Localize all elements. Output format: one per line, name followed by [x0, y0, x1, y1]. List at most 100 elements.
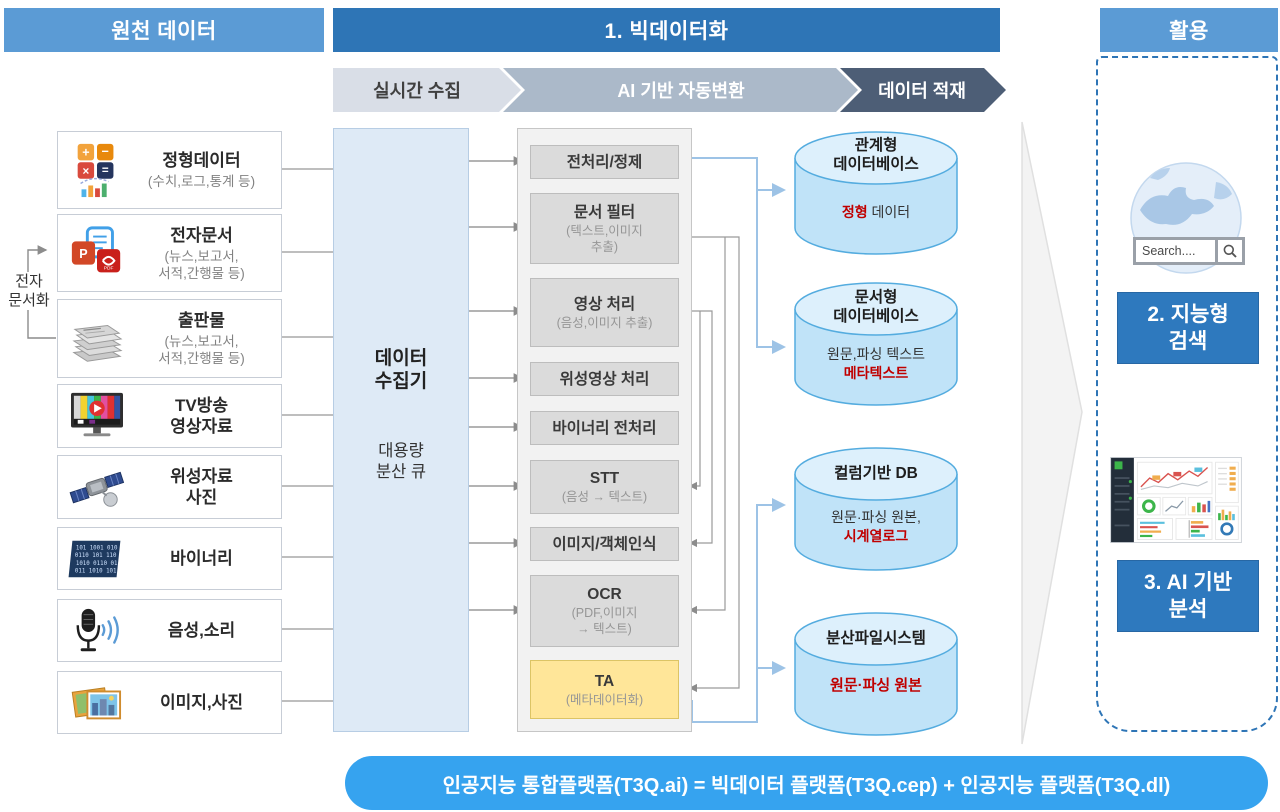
ai-analysis-box: 3. AI 기반 분석 [1117, 560, 1259, 632]
db-red-text: 메타텍스트 [843, 365, 909, 381]
processor-title: 바이너리 전처리 [552, 419, 657, 437]
processor-title: 이미지/객체인식 [552, 535, 657, 553]
processor-title: 전처리/정제 [566, 153, 643, 171]
source-title: 정형데이터 [162, 151, 241, 170]
source-connectors [281, 168, 333, 702]
header-bigdata: 1. 빅데이터화 [333, 8, 1000, 52]
processor-title: 위성영상 처리 [559, 370, 650, 388]
processor-binary: 바이너리 전처리 [530, 411, 679, 445]
source-box-tv: TV방송 영상자료 [57, 384, 282, 448]
db-distributed-fs-content: 원문·파싱 원본 [795, 676, 957, 695]
processor-title: TA [594, 672, 615, 690]
processor-doc-filter: 문서 필터 (텍스트,이미지 추출) [530, 193, 679, 264]
satellite-icon [58, 461, 136, 513]
search-bar: Search.... [1133, 237, 1245, 265]
header-source-label: 원천 데이터 [111, 20, 217, 43]
source-title: 음성,소리 [167, 621, 236, 640]
source-box-edocs: P PDF 전자문서 (뉴스,보고서, 서적,간행물 등) [57, 214, 282, 292]
svg-text:1010 0110 01: 1010 0110 01 [76, 560, 118, 566]
processor-video: 영상 처리 (음성,이미지 추출) [530, 278, 679, 347]
processor-satellite: 위성영상 처리 [530, 362, 679, 396]
db-red-text: 시계열로그 [843, 528, 909, 544]
chevron-collect [333, 68, 521, 112]
processor-stt: STT (음성 → 텍스트) [530, 460, 679, 514]
platform-footer: 인공지능 통합플랫폼(T3Q.ai) = 빅데이터 플랫폼(T3Q.cep) +… [345, 756, 1268, 810]
source-title: 출판물 [178, 311, 225, 330]
chevron-transform [503, 68, 858, 112]
source-box-satellite: 위성자료 사진 [57, 455, 282, 519]
processor-subtitle: (텍스트,이미지 추출) [566, 223, 643, 254]
step-data-load: 데이터 적재 [878, 81, 966, 101]
header-source-data: 원천 데이터 [4, 8, 324, 52]
microphone-icon [58, 606, 136, 656]
source-title: 바이너리 [170, 549, 233, 568]
source-box-images: 이미지,사진 [57, 671, 282, 734]
tv-icon [58, 390, 136, 442]
feedback-lines [677, 236, 740, 693]
svg-text:=: = [102, 164, 109, 177]
db-red-text: 정형 [841, 204, 868, 220]
newspaper-stack-icon [58, 310, 136, 368]
storage-feed-lines [677, 157, 786, 723]
documents-icon: P PDF [58, 224, 136, 282]
source-box-structured: + − × = 정형데이터 (수치,로그,통계 등) [57, 131, 282, 209]
processor-title: 문서 필터 [573, 203, 636, 221]
processor-subtitle: (PDF,이미지 → 텍스트) [571, 606, 638, 636]
svg-text:+: + [82, 145, 89, 159]
step-ai-transform: AI 기반 자동변환 [617, 81, 745, 101]
svg-text:0110 101 110: 0110 101 110 [75, 553, 117, 559]
processor-title: OCR [587, 586, 622, 603]
svg-text:PDF: PDF [104, 265, 114, 271]
processor-object-recognition: 이미지/객체인식 [530, 527, 679, 561]
photos-icon [58, 678, 136, 728]
digitize-label: 전자 문서화 [2, 272, 56, 310]
header-usage: 활용 [1100, 8, 1278, 52]
db-document-title: 문서형 데이터베이스 [833, 289, 919, 325]
collector-subtitle: 대용량 분산 큐 [375, 442, 427, 481]
db-relational-title: 관계형 데이터베이스 [833, 137, 919, 173]
chevron-load [840, 68, 1006, 112]
db-dark-text: 데이터 [871, 204, 911, 220]
source-title: 위성자료 사진 [170, 467, 233, 507]
calculator-chart-icon: + − × = [58, 141, 136, 199]
search-button[interactable] [1218, 240, 1242, 262]
source-title: 이미지,사진 [160, 693, 243, 712]
db-relational-content: 정형 데이터 [795, 203, 957, 222]
db-dark-text: 원문,파싱 텍스트 [827, 346, 925, 362]
db-red-text: 원문·파싱 원본 [830, 677, 922, 694]
source-subtitle: (수치,로그,통계 등) [147, 174, 256, 189]
processor-ta: TA (메타데이터화) [530, 660, 679, 719]
analytics-dashboard-icon [1110, 457, 1242, 548]
binary-icon: 101 1001 010 0110 101 110 1010 0110 01 011… [58, 535, 136, 583]
db-distributed-fs-title: 분산파일시스템 [826, 630, 926, 647]
processor-ocr: OCR (PDF,이미지 → 텍스트) [530, 575, 679, 647]
step-realtime-collect: 실시간 수집 [373, 81, 461, 101]
db-dark-text: 원문·파싱 원본, [831, 509, 921, 525]
header-usage-label: 활용 [1169, 20, 1209, 43]
svg-text:−: − [102, 145, 109, 159]
processor-subtitle: (음성,이미지 추출) [556, 315, 653, 330]
source-box-binary: 101 1001 010 0110 101 110 1010 0110 01 011… [57, 527, 282, 590]
processor-title: STT [589, 470, 620, 487]
collector-title: 데이터 수집기 [374, 348, 428, 392]
database-cylinders [794, 131, 958, 736]
db-column-title: 컬럼기반 DB [834, 465, 918, 482]
processor-subtitle: (음성 → 텍스트) [561, 490, 648, 504]
svg-text:×: × [82, 165, 89, 178]
svg-text:011 1010 101: 011 1010 101 [75, 568, 117, 574]
processor-title: 영상 처리 [573, 295, 636, 313]
usage-panel-border [1096, 56, 1278, 732]
svg-text:101 1001 010: 101 1001 010 [76, 545, 118, 551]
search-icon [1223, 244, 1237, 258]
header-bigdata-label: 1. 빅데이터화 [604, 20, 729, 43]
platform-footer-label: 인공지능 통합플랫폼(T3Q.ai) = 빅데이터 플랫폼(T3Q.cep) +… [442, 774, 1171, 797]
intelligent-search-box: 2. 지능형 검색 [1117, 292, 1259, 364]
source-subtitle: (뉴스,보고서, 서적,간행물 등) [158, 248, 245, 281]
big-right-arrow [1021, 121, 1083, 745]
svg-text:P: P [79, 247, 87, 261]
search-input[interactable]: Search.... [1136, 240, 1215, 262]
source-box-audio: 음성,소리 [57, 599, 282, 662]
source-title: 전자문서 [170, 225, 233, 245]
processor-subtitle: (메타데이터화) [565, 692, 644, 707]
processor-preprocess: 전처리/정제 [530, 145, 679, 179]
